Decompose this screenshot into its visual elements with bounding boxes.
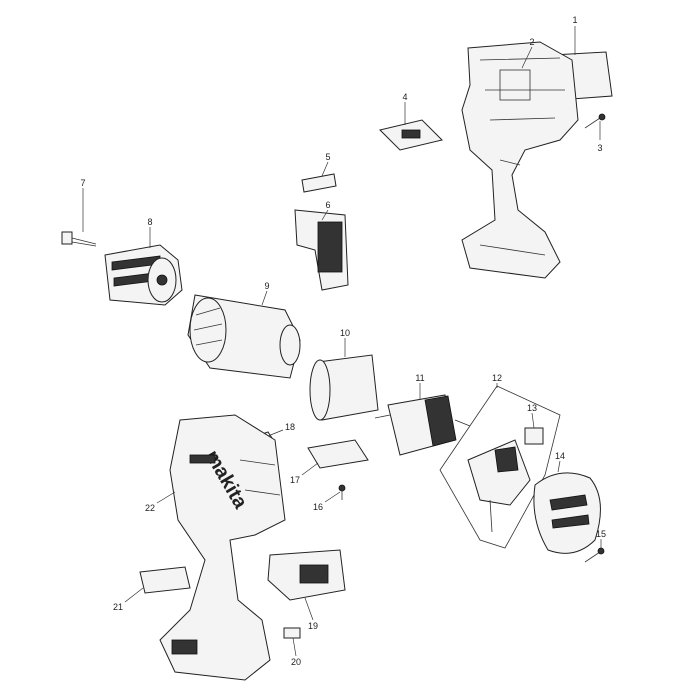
part-number-labels: 1 2 3 4 5 6 7 8 9 10 11 12 13 14 15 16 1…	[80, 15, 606, 667]
part-16-screw[interactable]	[338, 484, 346, 500]
part-14-rear-cover[interactable]	[533, 472, 601, 554]
part-number-22: 22	[145, 503, 155, 513]
part-number-14: 14	[555, 451, 565, 461]
part-number-18: 18	[285, 422, 295, 432]
part-number-13: 13	[527, 403, 537, 413]
part-number-5: 5	[325, 152, 330, 162]
part-22-housing-left[interactable]: makita	[159, 414, 286, 681]
part-10-yoke[interactable]	[309, 354, 379, 421]
part-17-plate[interactable]	[307, 439, 369, 469]
part-7-screw[interactable]	[61, 231, 97, 247]
part-12-controller-assembly[interactable]	[439, 385, 561, 549]
part-2-housing-right[interactable]	[461, 41, 579, 279]
part-number-1: 1	[572, 15, 577, 25]
part-3-screw[interactable]	[584, 113, 606, 129]
part-15-screw[interactable]	[584, 547, 605, 563]
part-number-6: 6	[325, 200, 330, 210]
part-9-gear-assembly[interactable]	[187, 294, 301, 379]
part-number-3: 3	[597, 143, 602, 153]
part-20-part[interactable]	[283, 627, 301, 639]
part-11-armature[interactable]	[374, 394, 471, 456]
part-number-7: 7	[80, 178, 85, 188]
part-13-clip[interactable]	[524, 427, 544, 445]
part-number-2: 2	[529, 37, 534, 47]
part-8-drill-chuck[interactable]	[104, 244, 183, 306]
part-number-12: 12	[492, 373, 502, 383]
part-number-4: 4	[402, 92, 407, 102]
leader-lines	[82, 26, 602, 657]
part-number-19: 19	[308, 621, 318, 631]
part-number-10: 10	[340, 328, 350, 338]
part-21-label[interactable]	[139, 566, 191, 594]
part-5-contact[interactable]	[301, 173, 337, 193]
part-number-21: 21	[113, 602, 123, 612]
part-4-switch-lever[interactable]	[379, 119, 443, 151]
part-19-terminal[interactable]	[267, 549, 346, 601]
part-number-15: 15	[596, 529, 606, 539]
part-number-11: 11	[415, 373, 424, 383]
part-number-20: 20	[291, 657, 301, 667]
part-6-switch[interactable]	[294, 209, 349, 291]
part-number-17: 17	[290, 475, 300, 485]
part-number-9: 9	[264, 281, 269, 291]
part-number-8: 8	[147, 217, 152, 227]
part-number-16: 16	[313, 502, 323, 512]
